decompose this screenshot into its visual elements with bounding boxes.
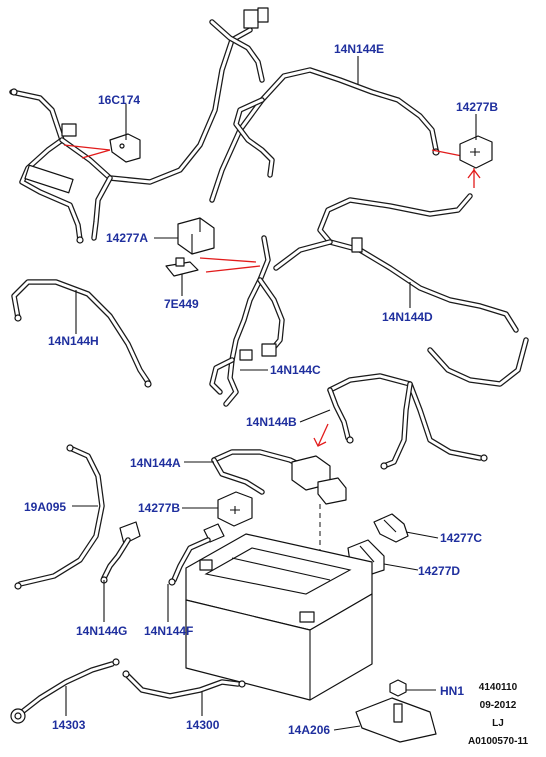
battery: [185, 533, 373, 701]
ref-doc-id: A0100570-11: [467, 736, 529, 747]
fuse-cover-14277b-top: [459, 135, 493, 188]
label-14277b-mid: 14277B: [138, 501, 181, 515]
bracket-16c174: [63, 133, 141, 163]
cable-14n144a: [211, 449, 347, 580]
fuse-cover-14277b-mid: [217, 491, 253, 527]
label-14n144h: 14N144H: [48, 334, 99, 348]
label-14n144b: 14N144B: [246, 415, 297, 429]
harness-14n144c: [209, 235, 285, 407]
cable-14303: [10, 658, 120, 724]
ref-code: LJ: [492, 718, 504, 729]
label-14n144g: 14N144G: [76, 624, 128, 638]
relay-14277a: [177, 217, 215, 255]
label-19a095: 19A095: [24, 500, 67, 514]
nut-hn1: [389, 679, 407, 697]
cable-14300: [122, 670, 246, 699]
label-14n144d: 14N144D: [382, 310, 433, 324]
ref-date: 09-2012: [479, 700, 517, 711]
label-leaders: [65, 56, 477, 731]
label-14n144f: 14N144F: [144, 624, 194, 638]
clip-14277c: [373, 513, 409, 543]
label-14n144e: 14N144E: [334, 42, 385, 56]
label-hn1: HN1: [440, 684, 465, 698]
cable-14n144f: [168, 523, 225, 586]
cable-14n144b: [313, 373, 488, 470]
label-7e449: 7E449: [164, 297, 199, 311]
bracket-7e449: [165, 257, 261, 277]
cable-19a095: [14, 444, 105, 590]
label-14n144c: 14N144C: [270, 363, 321, 377]
cable-14n144e: [209, 67, 463, 203]
label-14277d: 14277D: [418, 564, 461, 578]
cable-14n144d: [273, 193, 529, 387]
label-14a206: 14A206: [288, 723, 331, 737]
cable-14n144h: [11, 279, 152, 388]
cable-14n144g: [100, 521, 141, 584]
label-14277a: 14277A: [106, 231, 149, 245]
label-14300: 14300: [186, 718, 220, 732]
label-14303: 14303: [52, 718, 86, 732]
harness-top-left: [9, 7, 269, 244]
label-16c174: 16C174: [98, 93, 141, 107]
label-14277b-top: 14277B: [456, 100, 499, 114]
bracket-14a206: [355, 697, 437, 743]
ref-number: 4140110: [478, 682, 518, 693]
label-14277c: 14277C: [440, 531, 483, 545]
label-14n144a: 14N144A: [130, 456, 181, 470]
